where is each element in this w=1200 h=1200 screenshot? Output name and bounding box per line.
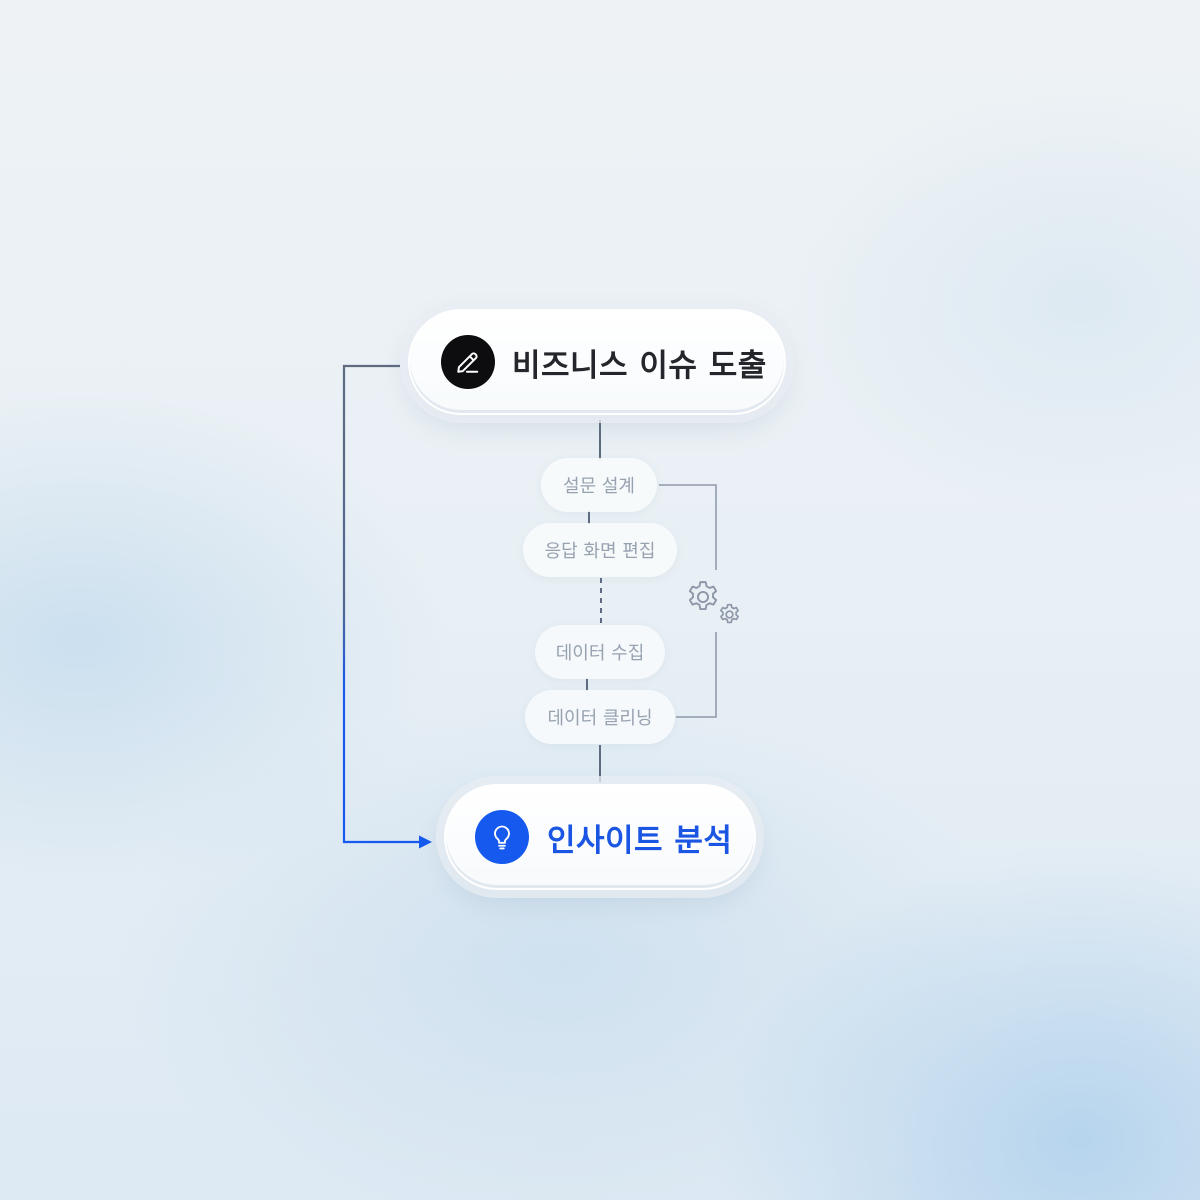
group-bracket — [659, 484, 717, 718]
start-node-label: 비즈니스 이슈 도출 — [512, 347, 767, 384]
gear-icon — [684, 578, 722, 616]
step-survey-design[interactable]: 설문 설계 — [541, 458, 657, 512]
end-node[interactable]: 인사이트 분석 — [444, 784, 756, 890]
step-response-screen-edit[interactable]: 응답 화면 편집 — [523, 523, 677, 577]
small-gear-icon — [717, 602, 742, 627]
start-node[interactable]: 비즈니스 이슈 도출 — [408, 309, 786, 415]
loop-arrow-head — [419, 835, 432, 849]
lightbulb-icon — [475, 810, 529, 864]
pencil-icon — [441, 335, 495, 389]
feedback-loop-line — [342, 364, 420, 844]
step-data-cleaning[interactable]: 데이터 클리닝 — [525, 690, 675, 744]
step-data-collection[interactable]: 데이터 수집 — [535, 625, 665, 679]
end-node-label: 인사이트 분석 — [547, 822, 733, 859]
